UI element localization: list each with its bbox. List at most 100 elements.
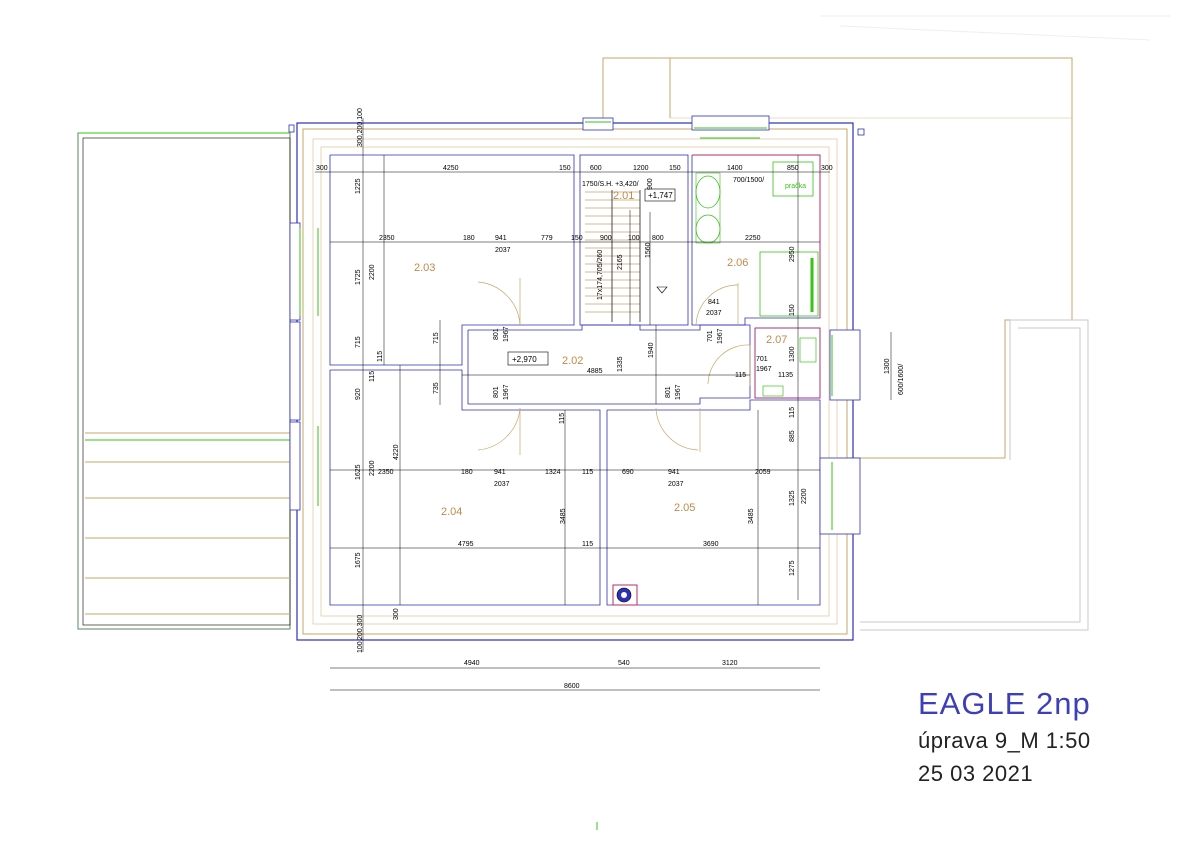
dimension-label: 1200 (633, 165, 649, 172)
dimension-label: 4885 (587, 368, 603, 375)
drawing-date: 25 03 2021 (918, 761, 1034, 786)
dimension-label: 715 (355, 336, 362, 348)
doors (477, 278, 751, 455)
dimension-label: 2200 (801, 488, 808, 504)
dimension-lines (315, 118, 892, 691)
dimension-label: 2059 (755, 469, 771, 476)
dimension-label: 2037 (706, 310, 722, 317)
right-faint-lines (820, 15, 1170, 631)
dimension-label: 3485 (748, 508, 755, 524)
dimension-label: 779 (541, 235, 553, 242)
room-label-2-02: 2.02 (562, 355, 583, 367)
dimension-label: 1400 (727, 165, 743, 172)
level-markers: +2,970 +1,747 1750/S.H. +3,420/ 700/1500… (507, 177, 905, 395)
dimension-label: 115 (735, 372, 746, 379)
dimension-label: 800 (652, 235, 664, 242)
left-balcony (77, 132, 291, 630)
dimension-label: 540 (618, 660, 630, 667)
dimension-texts-vertical: 300,200,100 1225 1725 2200 715 115 115 9… (355, 108, 891, 653)
dimension-label: 1325 (789, 490, 796, 506)
window-side-label: 600/1600/ (898, 364, 905, 395)
dimension-label: 8600 (564, 683, 580, 690)
dimension-label: 941 (494, 469, 506, 476)
dimension-label: 1560 (645, 242, 652, 258)
dimension-label: 115 (789, 407, 796, 418)
stair-note: 1750/S.H. +3,420/ (582, 181, 639, 188)
dimension-label: 1335 (617, 356, 624, 372)
floor-level: +2,970 (512, 355, 537, 364)
dimension-label: 2037 (495, 247, 511, 254)
dimension-label: 920 (355, 388, 362, 400)
dimension-label: 3690 (703, 541, 719, 548)
dimension-label: 2165 (617, 254, 624, 270)
dimension-label: 600 (590, 165, 602, 172)
dimension-label: 1967 (675, 384, 682, 400)
dimension-label: 4940 (464, 660, 480, 667)
pracka-label: pračka (785, 183, 806, 190)
dimension-label: 690 (622, 469, 634, 476)
dimension-label: 1725 (355, 269, 362, 285)
dimension-label: 801 (493, 328, 500, 340)
dimension-label: 300 (821, 165, 833, 172)
stair-level: +1,747 (648, 191, 673, 200)
dimension-label: 4795 (458, 541, 474, 548)
dimension-label: 850 (787, 165, 799, 172)
dimension-label: 115 (377, 351, 384, 362)
dimension-label: 115 (369, 371, 376, 382)
dimension-label: 4220 (393, 444, 400, 460)
dimension-label: 900 (600, 235, 612, 242)
dimension-label: 2950 (789, 246, 796, 262)
staircase (585, 190, 668, 322)
stair-steps-label: 17x174,705/260 (597, 250, 604, 300)
dimension-label: 100 (357, 641, 364, 653)
dimension-label: 1675 (355, 552, 362, 568)
dimension-label: 1275 (789, 560, 796, 576)
room-label-2-05: 2.05 (674, 502, 695, 514)
dimension-label: 1940 (648, 342, 655, 358)
dimension-label: 180 (463, 235, 475, 242)
dimension-label: 115 (582, 469, 593, 476)
dimension-label: 2250 (745, 235, 761, 242)
room-label-2-03: 2.03 (414, 262, 435, 274)
dimension-label: 801 (493, 386, 500, 398)
room-labels: 2.01 2.02 2.03 2.04 2.05 2.06 2.07 (414, 190, 787, 518)
dimension-label: 2350 (379, 235, 395, 242)
dimension-label: 841 (708, 299, 720, 306)
dimension-label: 115 (559, 413, 566, 424)
drawing-revision: úprava 9_M 1:50 (918, 728, 1091, 753)
dimension-label: 1967 (503, 384, 510, 400)
dimension-label: 300 (393, 608, 400, 620)
dimension-label: 300,200,100 (357, 108, 364, 147)
dimension-label: 1967 (503, 326, 510, 342)
dimension-label: 1300 (884, 358, 891, 374)
dimension-label: 100 (628, 235, 640, 242)
room-label-2-01: 2.01 (613, 190, 634, 202)
dimension-label: 115 (582, 541, 593, 548)
room-label-2-06: 2.06 (727, 257, 748, 269)
outer-walls (296, 122, 854, 641)
dimension-texts-horizontal: 300 4250 150 600 1200 150 1400 850 300 2… (316, 165, 833, 690)
dimension-label: 180 (461, 469, 473, 476)
dimension-label: 300 (316, 165, 328, 172)
chimney-icon (612, 584, 638, 606)
room-walls (329, 154, 821, 606)
room-label-2-04: 2.04 (441, 506, 462, 518)
window-bath-label: 700/1500/ (733, 177, 764, 184)
dimension-label: 150 (669, 165, 681, 172)
dimension-label: 1225 (355, 178, 362, 194)
dimension-label: 1967 (756, 366, 772, 373)
dimension-label: 941 (668, 469, 680, 476)
bathroom-fixtures (695, 161, 819, 397)
dimension-label: 150 (789, 304, 796, 316)
dimension-label: 735 (433, 382, 440, 394)
dimension-label: 941 (495, 235, 507, 242)
drawing-title: EAGLE 2np (918, 686, 1091, 721)
windows (289, 115, 861, 535)
dimension-label: 1135 (778, 372, 793, 379)
dimension-label: 701 (756, 356, 768, 363)
room-label-2-07: 2.07 (766, 334, 787, 346)
dimension-label: 2037 (494, 481, 510, 488)
dimension-label: 150 (559, 165, 571, 172)
dimension-label: 150 (571, 235, 583, 242)
